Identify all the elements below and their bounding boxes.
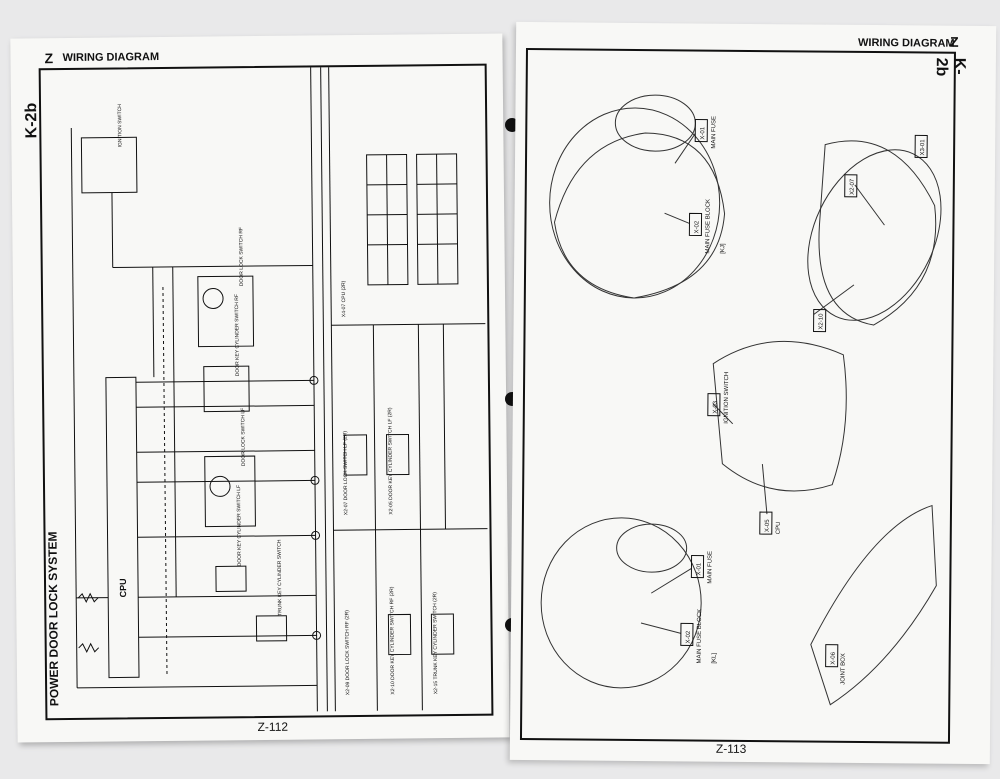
cpu-label: CPU: [118, 578, 128, 597]
caption-3: X2-15 TRUNK KEY CYLINDER SWITCH (2R): [432, 592, 439, 694]
label-ignition-switch: IGNITION SWITCH: [724, 372, 730, 424]
connector-x02-top: X-02: [694, 220, 700, 233]
component-location-drawing: X-01 X-02 X-01 X-02 X-03 X-05 X-06 X2-07…: [540, 94, 942, 706]
trunk-key-cyl-label: TRUNK KEY CYLINDER SWITCH: [277, 539, 284, 616]
connector-x01-top: X-01: [700, 126, 706, 139]
label-kl: [KL]: [712, 653, 718, 664]
connector-x2-07: X2-07: [850, 178, 856, 195]
wiring-schematic: CPU IGNITION SWITCH DOOR LOCK SWITCH RF …: [70, 67, 488, 712]
left-page: K-2b Z WIRING DIAGRAM POWER DOOR LOCK SY…: [10, 33, 510, 743]
door-key-cyl-lf-label: DOOR KEY CYLINDER SWITCH LF: [236, 485, 243, 566]
connector-x01-bottom: X-01: [696, 562, 702, 575]
label-main-fuse-block-top: MAIN FUSE BLOCK: [705, 199, 711, 254]
ignition-switch-label: IGNITION SWITCH: [117, 104, 123, 148]
connector-x3-01: X3-01: [920, 139, 926, 156]
connector-x06: X-06: [831, 651, 837, 664]
right-page-number: Z-113: [715, 741, 747, 756]
caption-6: X4-07 CPU (2R): [341, 280, 347, 317]
right-page: WIRING DIAGRAM Z K-2b: [509, 21, 997, 765]
caption-2: X2-10 DOOR KEY CYLINDER SWITCH RF (2R): [389, 586, 396, 694]
left-page-number: Z-112: [257, 719, 289, 735]
connector-x03: X-03: [713, 400, 719, 413]
label-cpu: CPU: [776, 522, 782, 535]
connector-x02-bottom: X-02: [686, 630, 692, 643]
connector-x05: X-05: [765, 519, 771, 532]
caption-1: X2-09 DOOR LOCK SWITCH RF (2R): [344, 610, 351, 695]
label-main-fuse-top: MAIN FUSE: [711, 116, 717, 149]
label-main-fuse-bottom: MAIN FUSE: [707, 551, 713, 584]
label-kj: [KJ]: [720, 243, 726, 254]
door-lock-switch-lf-label: DOOR LOCK SWITCH LF: [240, 408, 247, 466]
caption-4: X2-05 DOOR KEY CYLINDER SWITCH LF (2R): [387, 407, 394, 515]
label-joint-box: JOINT BOX: [840, 653, 846, 685]
door-key-cyl-rf-label: DOOR KEY CYLINDER SWITCH RF: [234, 294, 241, 376]
door-lock-switch-rf-label: DOOR LOCK SWITCH RF: [238, 227, 245, 286]
label-main-fuse-block-bottom: MAIN FUSE BLOCK: [697, 609, 703, 664]
caption-5: X2-07 DOOR LOCK SWITCH LF (2R): [342, 431, 349, 516]
connector-x2-10: X2-10: [819, 313, 825, 330]
